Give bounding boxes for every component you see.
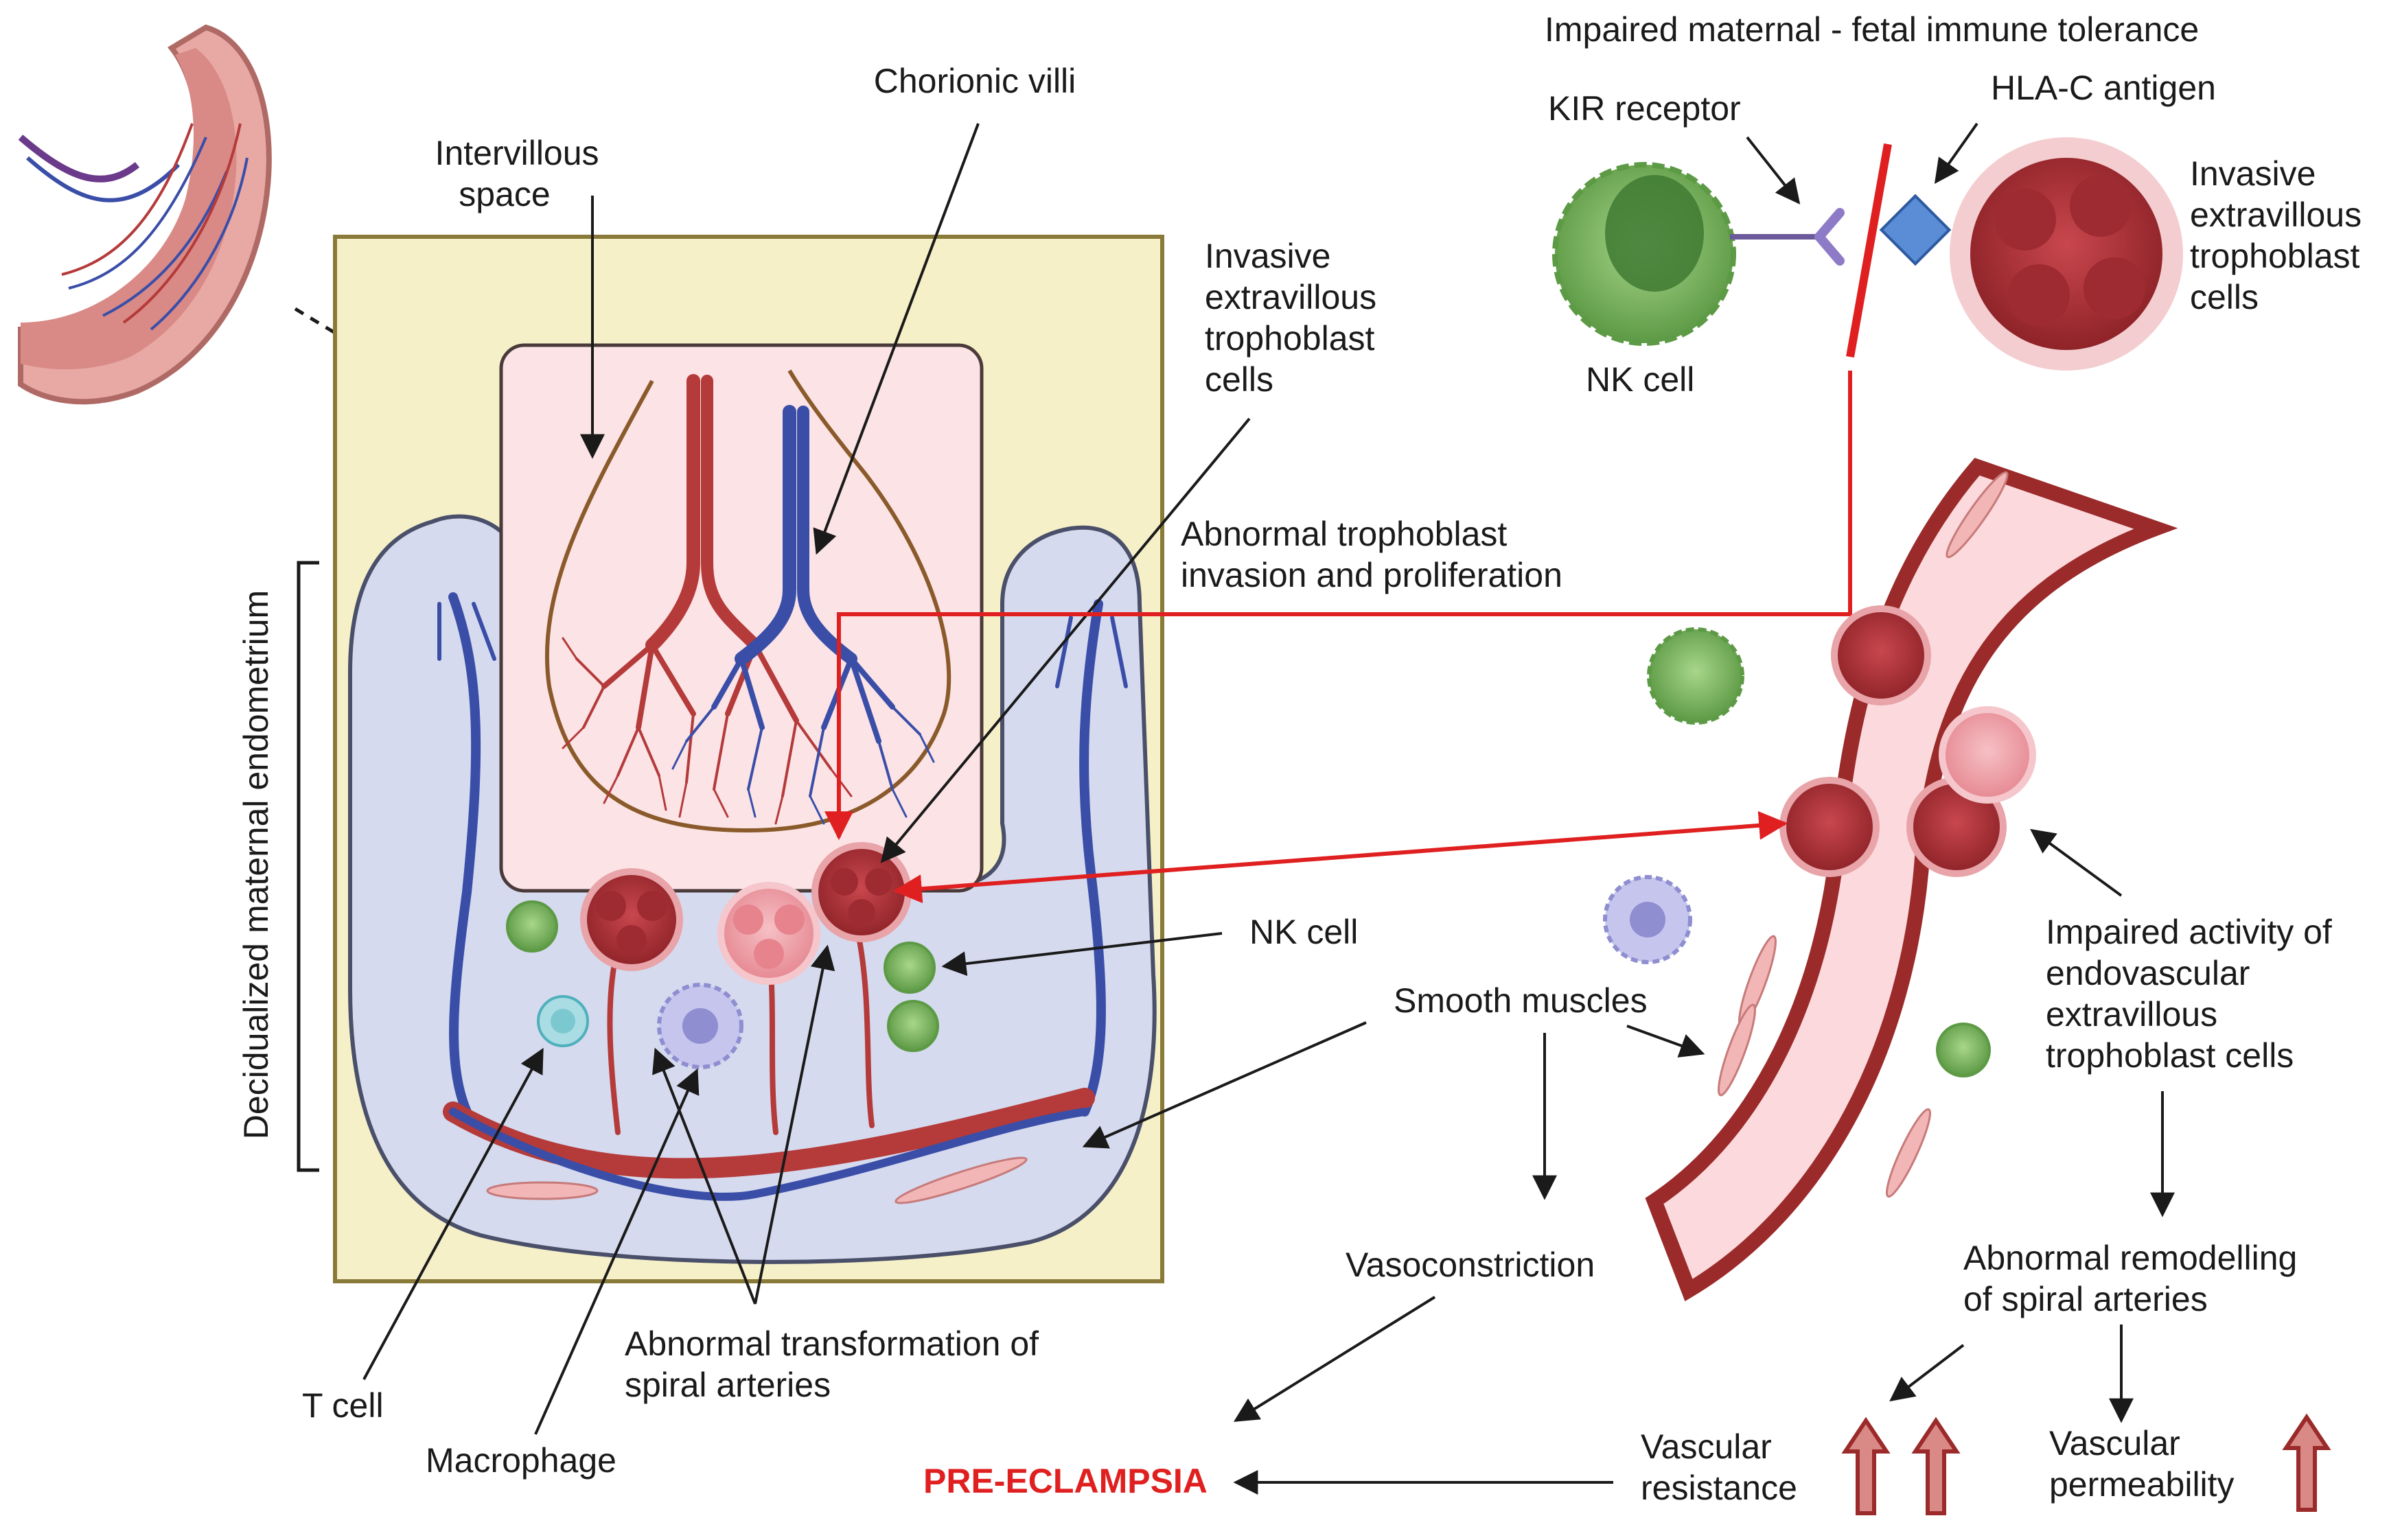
immune-tolerance-title: Impaired maternal - fetal immune toleran…: [1545, 10, 2199, 49]
intervillous-space-label: Intervillous space: [435, 134, 609, 213]
vascular-resistance-label: Vascular resistance: [1641, 1427, 1797, 1507]
t-cell-label: T cell: [302, 1386, 384, 1425]
red-connector-arrow: [824, 371, 1852, 841]
kir-receptor-label: KIR receptor: [1548, 89, 1741, 128]
nk-cell-label-top: NK cell: [1586, 360, 1694, 399]
nk-cell-label-left: NK cell: [1249, 913, 1358, 951]
spiral-vessels-left: [437, 592, 1128, 1201]
increase-arrow-icon: [1841, 1413, 2331, 1515]
impaired-activity-label: Impaired activity of endovascular extrav…: [2046, 913, 2342, 1075]
abnormal-invasion-label: Abnormal trophoblast invasion and prolif…: [1181, 515, 1562, 594]
hla-c-antigen-label: HLA-C antigen: [1991, 69, 2216, 107]
vessel-smooth-muscles: [1718, 471, 2009, 1198]
macrophage-icon: [657, 983, 743, 1069]
trophoblast-cluster-large: [1950, 137, 2183, 371]
trophoblast-cluster-1: [580, 868, 683, 971]
intervillous-space-box: [499, 343, 984, 893]
pre-eclampsia-label: PRE-ECLAMPSIA: [923, 1462, 1208, 1500]
vascular-permeability-label: Vascular permeability: [2049, 1424, 2235, 1504]
chorionic-villi-label: Chorionic villi: [874, 62, 1076, 100]
vasoconstriction-label: Vasoconstriction: [1346, 1246, 1595, 1284]
abnormal-transformation-label: Abnormal transformation of spiral arteri…: [625, 1325, 1048, 1404]
invasive-evt-label-left: Invasive extravillous trophoblast cells: [1205, 237, 1386, 399]
nk-cell-icon: [506, 900, 939, 1052]
trophoblast-cluster-2: [811, 842, 912, 942]
invasive-evt-label-right: Invasive extravillous trophoblast cells: [2190, 154, 2371, 316]
villous-arteries: [562, 374, 853, 825]
villous-veins: [671, 405, 935, 825]
abnormal-remodelling-label: Abnormal remodelling of spiral arteries: [1963, 1239, 2307, 1318]
spiral-artery-vessel: [1645, 458, 2178, 1302]
smooth-muscle-cells: [486, 1156, 1028, 1204]
smooth-muscles-label: Smooth muscles: [1394, 981, 1648, 1020]
placenta-icon: [18, 24, 272, 405]
trophoblast-cluster-light: [717, 882, 820, 985]
t-cell-icon: [537, 995, 589, 1047]
kir-receptor-icon: [1730, 208, 1845, 266]
red-link-arrow: [892, 810, 1788, 904]
nk-cell-large-icon: [1552, 162, 1736, 346]
red-barrier-line: [1846, 143, 1892, 358]
hla-c-antigen-icon: [1879, 194, 1952, 266]
macrophage-label: Macrophage: [426, 1441, 616, 1480]
decidualized-endometrium-label: Decidualized maternal endometrium: [237, 590, 275, 1139]
endometrium-bracket: [297, 561, 319, 1172]
